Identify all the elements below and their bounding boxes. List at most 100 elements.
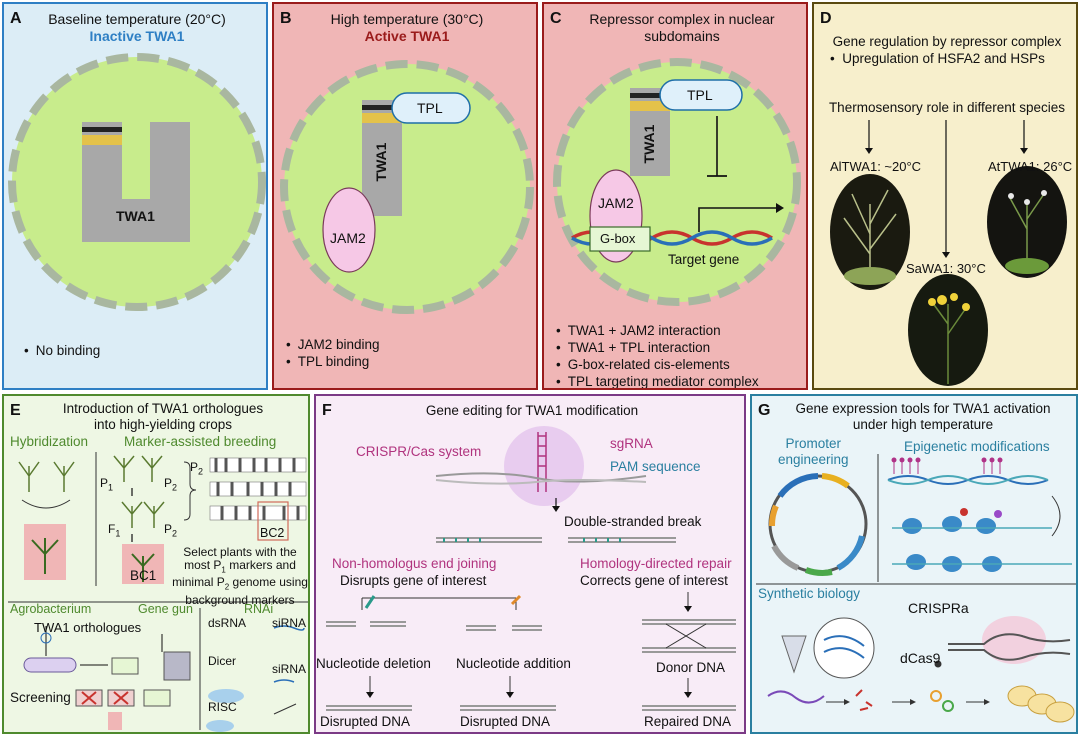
hybrid-offspring-plant — [31, 538, 59, 574]
panel-f-crispr: CRISPR/Cas system — [356, 444, 482, 459]
panel-g-title-line1: Gene expression tools for TWA1 activatio… — [795, 401, 1051, 416]
panel-b-bullets: JAM2 binding TPL binding — [286, 336, 380, 370]
flower — [950, 293, 958, 301]
gbox-box — [589, 226, 651, 252]
deleted-fragment — [364, 595, 376, 609]
arrow-head — [684, 692, 692, 698]
panel-g-crispra: CRISPRa — [908, 600, 969, 616]
panel-f-nhej: Non-homologus end joining — [332, 556, 497, 571]
panel-e-dsrna: dsRNA — [208, 616, 247, 630]
arrow-center-head — [942, 252, 950, 258]
panel-f: F Gene editing for TWA1 modification CRI… — [314, 394, 746, 734]
addition-dna — [466, 625, 542, 631]
plasmid-zoom — [823, 635, 865, 659]
flower — [937, 295, 947, 305]
panel-e-bc2-label: BC2 — [260, 526, 285, 540]
plasmid-segment — [769, 504, 779, 527]
bc2-box — [257, 501, 289, 541]
panel-e-screening: Screening — [10, 690, 71, 705]
panel-c-gbox-label: G-box — [600, 231, 636, 246]
panel-g-epi: Epigenetic modifications — [904, 439, 1050, 454]
dna-rungs — [443, 538, 621, 542]
arrow-head — [366, 692, 374, 698]
bullet-item: JAM2 binding — [286, 336, 380, 353]
twa1-dark-band — [82, 127, 122, 132]
hybrid-parents — [18, 461, 75, 509]
flower — [1041, 190, 1047, 196]
plant-leaves-al — [844, 267, 896, 285]
plasmid-segment — [777, 473, 819, 498]
select-line3b: genome using — [229, 575, 308, 590]
panel-c-protein-label: TWA1 — [641, 124, 657, 164]
arrow-left-head — [865, 148, 873, 154]
select-line4: background markers — [185, 592, 295, 607]
panel-a-bullets: No binding — [24, 342, 101, 359]
panel-c-label: C — [550, 10, 562, 27]
select-line1: Select plants with the — [183, 545, 297, 559]
plasmid-segment — [821, 473, 850, 489]
panel-g-tools-diagram — [756, 454, 1076, 723]
panel-e-orth: TWA1 orthologues — [34, 620, 142, 635]
panel-b-title-text: High temperature (30°C) — [330, 11, 484, 27]
panel-e-bc1-label: BC1 — [130, 568, 157, 583]
donor-dna — [642, 619, 736, 653]
panel-b-protein-label: TWA1 — [373, 142, 389, 182]
plant-leaves-at — [1005, 258, 1049, 274]
epi-dna-2 — [887, 475, 1049, 485]
bc1-plant — [131, 553, 155, 582]
panel-d-title: Gene regulation by repressor complex — [832, 34, 1062, 49]
nucleosomes — [892, 508, 1072, 572]
panel-g: G Gene expression tools for TWA1 activat… — [750, 394, 1078, 734]
panel-e-sirna1: siRNA — [272, 616, 307, 630]
panel-e-risc: RISC — [208, 700, 237, 714]
plant-stems-al — [843, 189, 897, 284]
panel-a-title-text: Baseline temperature (20°C) — [48, 11, 226, 27]
panel-f-dis1: Disrupted DNA — [320, 714, 411, 729]
methyl-marks — [891, 457, 1003, 474]
panel-e-rnai: RNAi — [244, 602, 274, 616]
crispra-blob — [982, 616, 1046, 664]
plasmid-segment — [771, 544, 800, 571]
panel-b-subtitle: Active TWA1 — [364, 28, 450, 44]
bullet-item: No binding — [24, 342, 101, 359]
tpl-shape — [391, 92, 471, 124]
bullet-item: TPL binding — [286, 353, 380, 370]
panel-f-add: Nucleotide addition — [456, 656, 571, 671]
panel-f-dsb: Double-stranded break — [564, 514, 702, 529]
bullet-item: TWA1 + TPL interaction — [556, 339, 759, 356]
panel-a-protein-label: TWA1 — [116, 208, 155, 224]
panel-e-f1-label: F1 — [108, 522, 121, 539]
panel-d-bottom-label: SaWA1: 30°C — [906, 261, 986, 276]
select-line2b: markers and — [225, 558, 296, 572]
panel-f-dis2: Disrupted DNA — [460, 714, 551, 729]
panel-e-agro: Agrobacterium — [10, 602, 92, 616]
panel-e-label: E — [10, 402, 21, 419]
panel-g-dcas9: dCas9 — [900, 650, 941, 666]
panel-f-rep: Repaired DNA — [644, 714, 732, 729]
panel-g-synbio: Synthetic biology — [758, 586, 861, 601]
tpl-shape — [659, 79, 743, 111]
arrow-right-head — [1020, 148, 1028, 154]
panel-f-nhej-sub: Disrupts gene of interest — [340, 573, 487, 588]
plant-stems-sa — [931, 301, 967, 384]
panel-b-nucleus-diagram — [280, 60, 534, 314]
hdr-arrow-head — [684, 606, 692, 612]
crispra-dna-2 — [948, 649, 1071, 661]
panel-g-promoter: Promoter engineering — [778, 436, 849, 468]
p2-text: P — [164, 476, 173, 490]
deletion-dna — [326, 621, 406, 627]
panel-a-title: Baseline temperature (20°C) Inactive TWA… — [4, 11, 266, 45]
panel-e: E Introduction of TWA1 orthologues into … — [2, 394, 310, 734]
bullet-item: TPL targeting mediator complex — [556, 373, 759, 388]
crispra-dna — [948, 633, 1071, 645]
result-dna — [326, 705, 736, 711]
bullet-item: G-box-related cis-elements — [556, 356, 759, 373]
f1-text: F — [108, 522, 116, 536]
plasmid-segment — [804, 567, 833, 576]
twa1-yellow-band — [362, 113, 402, 123]
panel-f-hdr: Homology-directed repair — [580, 556, 732, 571]
plasmid-segment — [836, 535, 865, 571]
panel-d-right-label: AtTWA1: 26°C — [988, 159, 1073, 174]
panel-f-hdr-sub: Corrects gene of interest — [580, 573, 728, 588]
mab-plants — [113, 455, 165, 542]
